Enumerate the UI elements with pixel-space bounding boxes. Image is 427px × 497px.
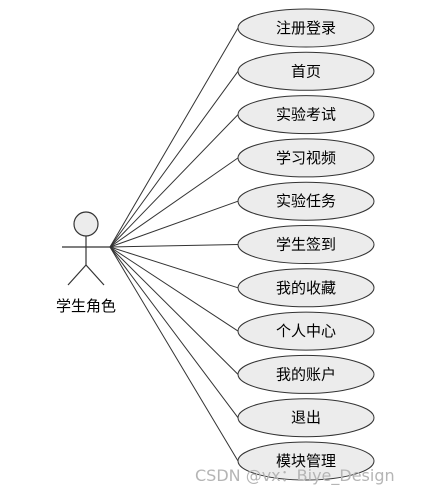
use-case-ellipse — [237, 8, 375, 48]
use-case-label: 注册登录 — [276, 19, 336, 37]
use-case: 实验任务 — [237, 181, 375, 221]
use-case-ellipse — [237, 354, 375, 394]
use-case-label: 实验考试 — [276, 106, 336, 124]
actor-head — [73, 211, 99, 237]
use-case-label: 我的收藏 — [276, 279, 336, 297]
use-case-ellipse — [237, 95, 375, 135]
use-case-ellipse — [237, 51, 375, 91]
use-case: 我的账户 — [237, 354, 375, 394]
association-line — [109, 244, 239, 248]
use-case: 学生签到 — [237, 225, 375, 264]
association-line — [109, 71, 239, 248]
association-line — [109, 246, 239, 418]
association-line — [109, 114, 239, 248]
use-case-ellipse — [237, 181, 375, 221]
association-line — [109, 246, 239, 375]
use-case-label: 学习视频 — [276, 149, 336, 167]
use-case-ellipse — [237, 268, 375, 308]
use-case: 首页 — [237, 51, 375, 91]
use-case-ellipse — [237, 138, 375, 178]
use-case-label: 首页 — [291, 62, 321, 80]
use-case-label: 实验任务 — [276, 192, 336, 210]
use-case-label: 我的账户 — [276, 365, 336, 383]
actor-label: 学生角色 — [56, 297, 116, 315]
use-case-ellipse — [237, 311, 375, 351]
use-case-ellipse — [237, 398, 375, 438]
association-line — [109, 200, 239, 248]
actor-left-leg — [67, 264, 87, 286]
use-case-ellipse — [237, 441, 375, 481]
use-case-label: 学生签到 — [276, 236, 336, 254]
use-case-label: 退出 — [291, 409, 321, 427]
use-case: 注册登录 — [237, 8, 375, 48]
watermark: CSDN @vx：Biye_Design — [195, 466, 395, 485]
association-line — [109, 246, 239, 462]
use-case: 我的收藏 — [237, 268, 375, 308]
use-case-ellipse — [237, 225, 375, 264]
use-case: 学习视频 — [237, 138, 375, 178]
association-line — [109, 157, 239, 248]
association-line — [109, 27, 239, 248]
association-line — [109, 246, 239, 332]
actor-right-leg — [85, 264, 105, 286]
use-case-label: 个人中心 — [276, 322, 336, 340]
association-line — [109, 246, 239, 289]
association-lines — [109, 27, 239, 462]
use-case: 退出 — [237, 398, 375, 438]
use-case: 个人中心 — [237, 311, 375, 351]
actor-student: 学生角色 — [56, 211, 116, 315]
use-case-label: 模块管理 — [276, 452, 336, 470]
use-case: 模块管理 — [237, 441, 375, 481]
use-case: 实验考试 — [237, 95, 375, 135]
